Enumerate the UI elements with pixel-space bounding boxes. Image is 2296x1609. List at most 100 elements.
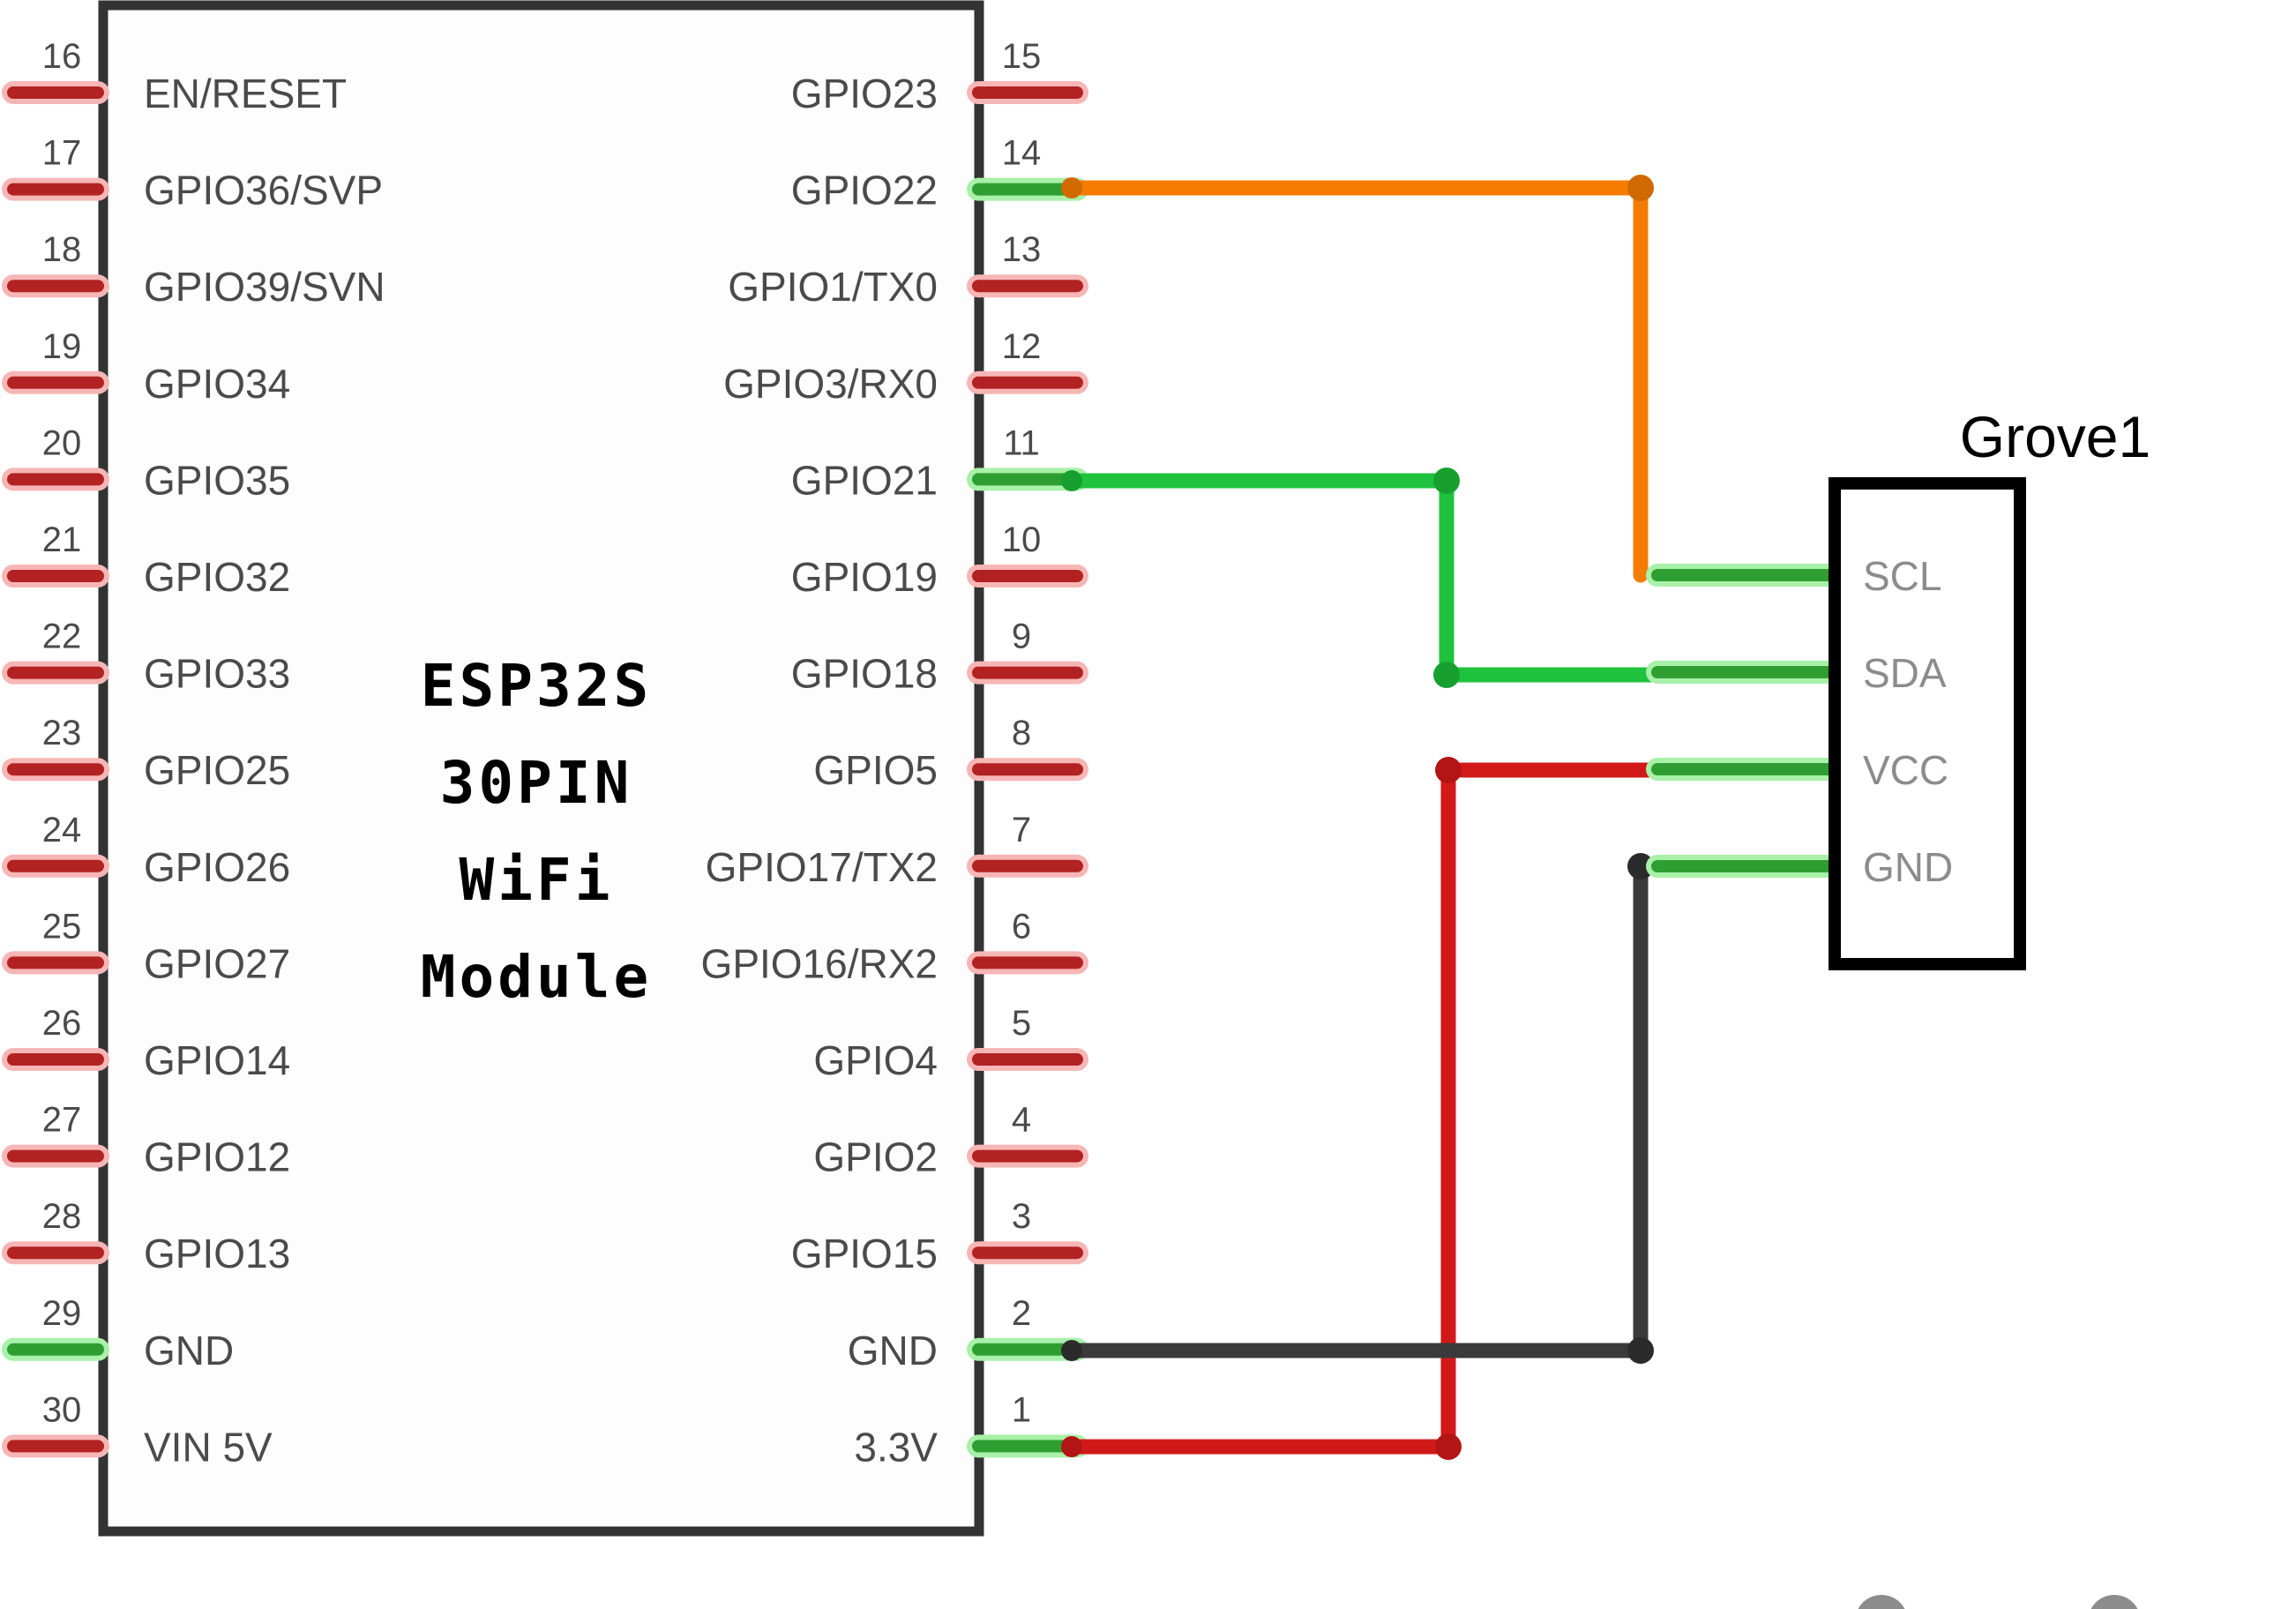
pin-bar-right-3-core[interactable] [972, 1246, 1083, 1260]
pin-label-gpio19: GPIO19 [791, 554, 938, 600]
wire-gnd-to-gnd[interactable] [1064, 858, 1659, 1358]
pin-number-14: 14 [1002, 134, 1042, 173]
pin-label-3-3v: 3.3V [854, 1424, 938, 1470]
pin-bar-left-23-core[interactable] [7, 763, 104, 776]
pin-bar-left-16-core[interactable] [7, 86, 104, 99]
pin-bar-left-17-core[interactable] [7, 183, 104, 196]
grove-pin-bar-gnd-core[interactable] [1651, 860, 1844, 872]
pin-bar-right-2-core[interactable] [972, 1343, 1083, 1356]
pin-number-17: 17 [42, 134, 82, 173]
grove-pin-column [1646, 564, 1849, 878]
wire-bend-black-1 [1627, 1337, 1654, 1364]
grove-pin-bar-vcc-core[interactable] [1651, 763, 1844, 775]
pin-bar-right-9-core[interactable] [972, 666, 1083, 679]
pin-bar-right-15-core[interactable] [972, 86, 1083, 99]
right-pin-1[interactable]: 13.3V [854, 1390, 1088, 1470]
pin-number-11: 11 [1003, 423, 1040, 462]
pin-label-gpio25: GPIO25 [144, 747, 290, 793]
pin-label-gpio1-tx0: GPIO1/TX0 [728, 264, 938, 310]
pin-bar-right-13-core[interactable] [972, 280, 1083, 293]
grove-pin-bar-scl-core[interactable] [1651, 569, 1844, 581]
pin-bar-left-18-core[interactable] [7, 280, 104, 293]
grove-pin-gnd[interactable] [1646, 855, 1849, 878]
grove-pin-label-vcc: VCC [1863, 747, 1948, 793]
grove-pin-vcc[interactable] [1646, 758, 1849, 781]
pin-bar-left-21-core[interactable] [7, 570, 104, 582]
wire-3v3-to-vcc[interactable] [1064, 762, 1659, 1455]
pin-label-gpio18: GPIO18 [791, 651, 938, 697]
wire-layer [1061, 175, 1659, 1460]
pin-label-gpio15: GPIO15 [791, 1231, 938, 1276]
pin-bar-right-14-core[interactable] [972, 183, 1083, 196]
pin-number-13: 13 [1002, 230, 1042, 269]
wire-gpio22-to-scl[interactable] [1064, 180, 1649, 583]
pin-bar-left-24-core[interactable] [7, 859, 104, 872]
grove-pin-bar-sda-core[interactable] [1651, 666, 1844, 678]
pin-bar-right-12-core[interactable] [972, 376, 1083, 389]
pin-number-23: 23 [42, 714, 82, 752]
pin-number-24: 24 [42, 811, 82, 849]
pin-bar-left-25-core[interactable] [7, 956, 104, 969]
pin-bar-right-10-core[interactable] [972, 570, 1083, 582]
pin-bar-right-6-core[interactable] [972, 956, 1083, 969]
pin-number-19: 19 [42, 327, 82, 366]
grove-connector-body [1829, 477, 2026, 970]
pin-bar-right-1-core[interactable] [972, 1440, 1083, 1453]
left-pin-column: 16EN/RESET17GPIO36/SVP18GPIO39/SVN19GPIO… [2, 37, 385, 1470]
pin-bar-right-8-core[interactable] [972, 763, 1083, 776]
pin-bar-right-7-core[interactable] [972, 859, 1083, 872]
pin-number-5: 5 [1012, 1004, 1031, 1043]
wire-bend-green-1 [1433, 468, 1460, 494]
pin-label-gnd: GND [144, 1328, 234, 1373]
pin-bar-left-28-core[interactable] [7, 1246, 104, 1260]
pin-bar-right-5-core[interactable] [972, 1053, 1083, 1066]
pin-label-gpio33: GPIO33 [144, 651, 290, 697]
grove-pin-scl[interactable] [1646, 564, 1849, 587]
grove-pin-sda[interactable] [1646, 661, 1849, 684]
grove-pin-label-gnd: GND [1863, 844, 1953, 890]
pin-bar-left-29-core[interactable] [7, 1343, 104, 1356]
wire-gpio21-to-sda[interactable] [1064, 473, 1659, 683]
pin-number-28: 28 [42, 1197, 82, 1236]
pin-bar-left-26-core[interactable] [7, 1053, 104, 1066]
pin-bar-right-4-core[interactable] [972, 1149, 1083, 1163]
pin-bar-left-22-core[interactable] [7, 666, 104, 679]
wire-endpoint-gpio21 [1061, 470, 1082, 491]
pin-bar-right-11-core[interactable] [972, 473, 1083, 486]
pin-bar-left-30-core[interactable] [7, 1440, 104, 1453]
pin-bar-left-20-core[interactable] [7, 473, 104, 486]
bottom-marker-left-icon [1858, 1595, 1905, 1609]
pin-bar-left-27-core[interactable] [7, 1149, 104, 1163]
pin-bar-left-19-core[interactable] [7, 376, 104, 389]
